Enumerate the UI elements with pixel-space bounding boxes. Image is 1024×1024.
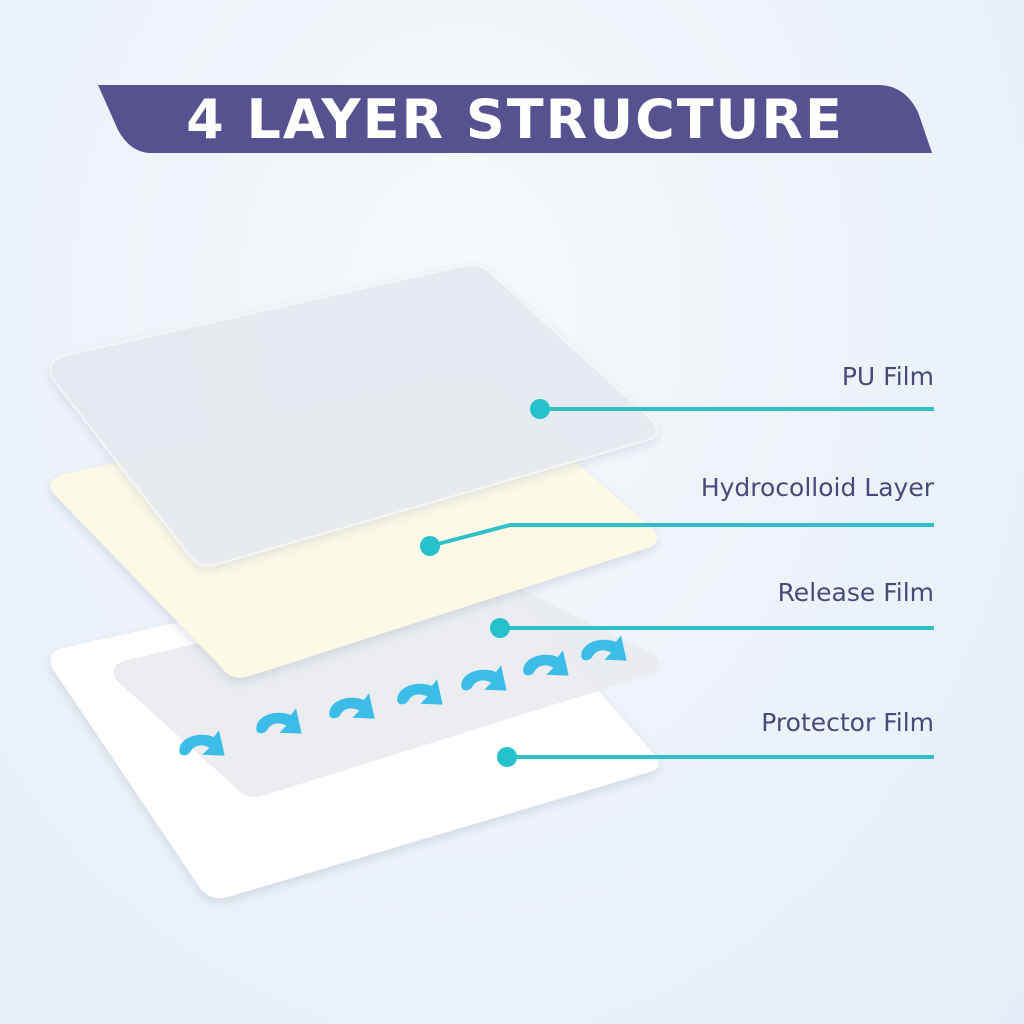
callout-release-film [490,618,934,638]
title-banner [98,85,932,153]
callout-protector-film [497,747,934,767]
page-title: 4 LAYER STRUCTURE [186,87,844,151]
label-hydrocolloid-layer: Hydrocolloid Layer [700,473,934,502]
callout-pu-film [530,399,934,419]
label-release-film: Release Film [777,578,934,607]
label-pu-film: PU Film [841,362,934,391]
label-protector-film: Protector Film [761,708,934,737]
callout-hydrocolloid-layer [420,523,934,556]
pu-film-layer [49,264,659,567]
